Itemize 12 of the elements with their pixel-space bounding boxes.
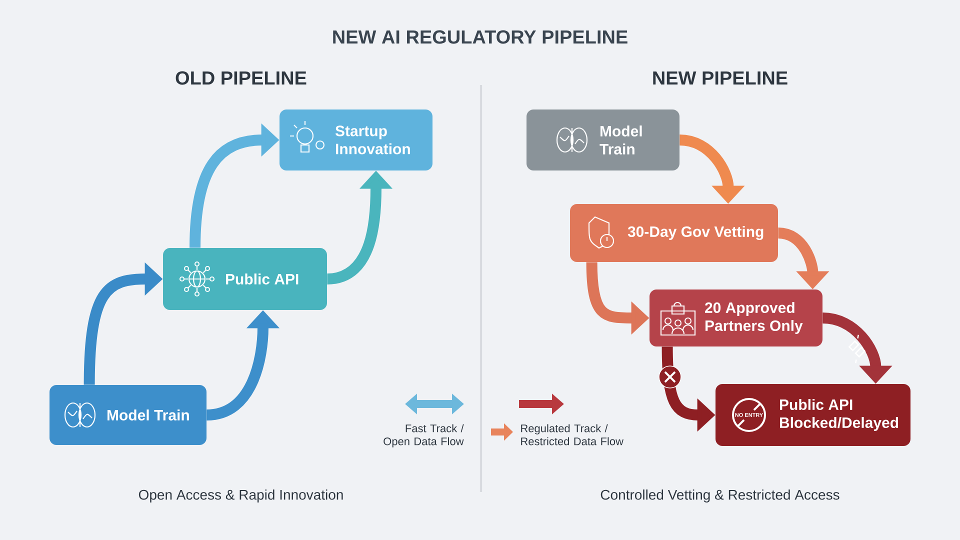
process-box: 30-Day Gov Vetting: [570, 204, 778, 262]
process-box: Public API: [163, 248, 327, 310]
section-heading: NEW PIPELINE: [653, 71, 788, 85]
legend-text: Fast Track / Open Data Flow: [384, 424, 464, 448]
caption-text: Controlled Vetting & Restricted Access: [600, 489, 840, 502]
process-box: Model Train: [50, 385, 206, 445]
process-box: Model Train: [526, 110, 680, 170]
legend-text: Regulated Track / Restricted Data Flow: [521, 424, 624, 446]
process-box: 20 Approved Partners Only: [650, 290, 822, 346]
section-heading: OLD PIPELINE: [176, 71, 306, 85]
caption-text: Open Access & Rapid Innovation: [138, 489, 343, 502]
title: NEW AI REGULATORY PIPELINE: [333, 30, 628, 44]
